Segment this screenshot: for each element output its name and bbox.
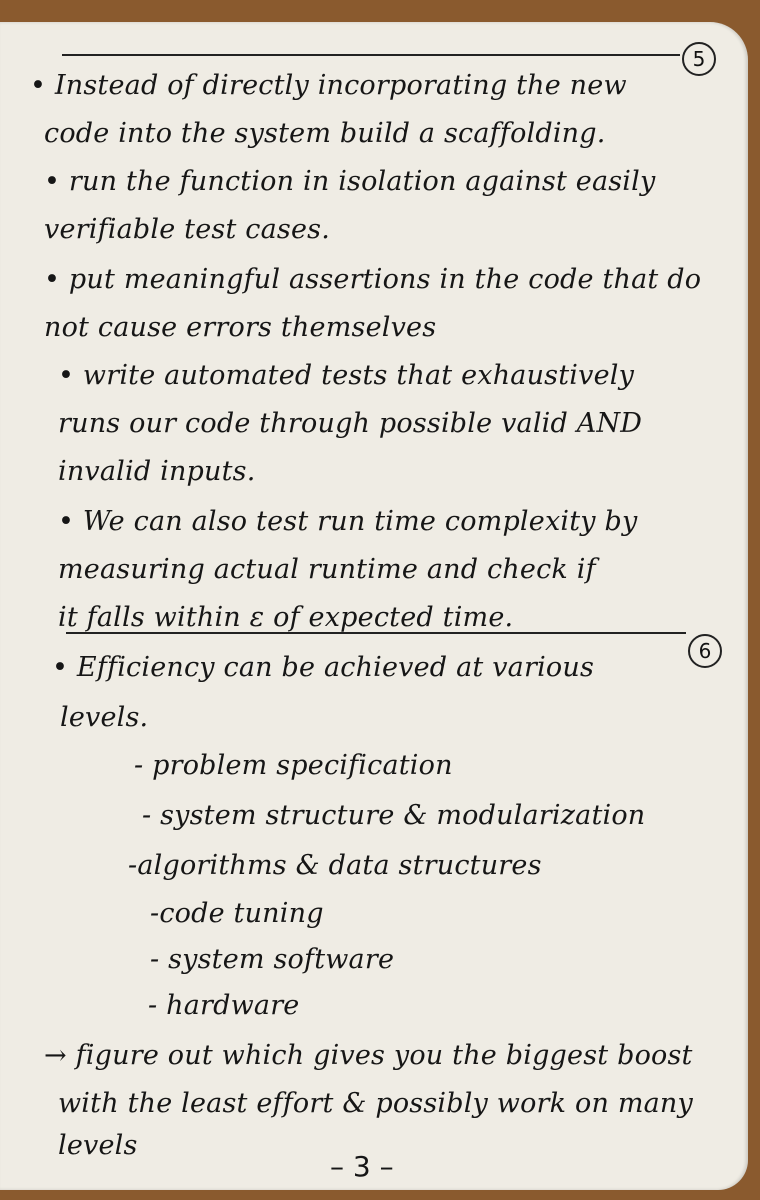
note-line: -algorithms & data structures bbox=[128, 850, 542, 881]
note-line: - system structure & modularization bbox=[142, 800, 646, 831]
note-line: • Instead of directly incorporating the … bbox=[30, 70, 627, 101]
note-line: levels. bbox=[60, 702, 149, 733]
note-line: • run the function in isolation against … bbox=[44, 166, 656, 197]
note-line: not cause errors themselves bbox=[44, 312, 437, 343]
section-5-rule bbox=[62, 54, 680, 56]
section-6-rule bbox=[66, 632, 686, 634]
note-line: invalid inputs. bbox=[58, 456, 256, 487]
note-line: code into the system build a scaffolding… bbox=[44, 118, 606, 149]
note-line: • write automated tests that exhaustivel… bbox=[58, 360, 635, 391]
note-line: - hardware bbox=[148, 990, 300, 1021]
note-line: it falls within ε of expected time. bbox=[58, 602, 514, 633]
note-line: • put meaningful assertions in the code … bbox=[44, 264, 702, 295]
section-5-number: 5 bbox=[682, 42, 716, 76]
note-line: verifiable test cases. bbox=[44, 214, 330, 245]
page-number: – 3 – bbox=[330, 1150, 394, 1183]
note-line: - problem specification bbox=[134, 750, 453, 781]
note-line: measuring actual runtime and check if bbox=[58, 554, 596, 585]
note-line: • Efficiency can be achieved at various bbox=[52, 652, 594, 683]
note-line: • We can also test run time complexity b… bbox=[58, 506, 638, 537]
note-line: with the least effort & possibly work on… bbox=[58, 1088, 693, 1119]
note-line: -code tuning bbox=[150, 898, 324, 929]
section-6-number: 6 bbox=[688, 634, 722, 668]
note-line: runs our code through possible valid AND bbox=[58, 408, 643, 439]
notebook-page: 5 • Instead of directly incorporating th… bbox=[0, 22, 748, 1190]
note-line: levels bbox=[58, 1130, 138, 1161]
note-line: → figure out which gives you the biggest… bbox=[44, 1040, 693, 1071]
note-line: - system software bbox=[150, 944, 395, 975]
